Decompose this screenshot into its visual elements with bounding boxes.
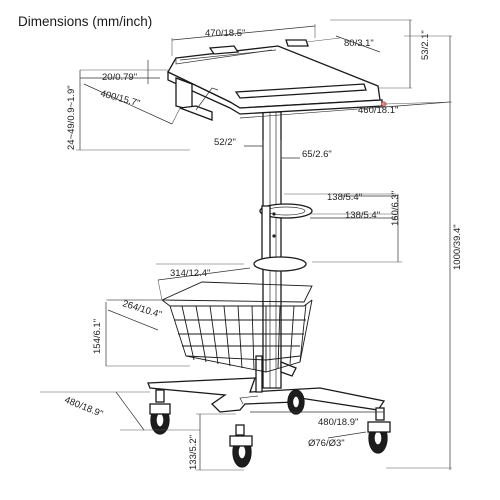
dim-holder-a: 138/5.4" [327,192,362,203]
laptop-tray [167,39,387,121]
dim-column-a: 52/2" [214,137,236,148]
caster-left [149,389,171,435]
dim-top-height: 53/2.1" [420,30,431,60]
dim-top-width: 470/18.5" [205,28,245,39]
dim-column-b: 65/2.6" [302,149,332,160]
dim-holder-b: 138/5.4" [345,210,380,221]
caster-back [287,389,305,415]
diagram-title: Dimensions (mm/inch) [18,14,152,29]
caster-front [229,424,253,468]
dim-basket-height: 154/6.1" [92,319,103,354]
dim-basket-depth: 264/10.4" [121,298,163,320]
dim-lip: 20/0.79" [102,72,137,83]
dim-holder-height: 160/6.3" [390,191,401,226]
dim-overall-height: 1000/39.4" [452,224,463,270]
dim-caster-diameter: Ø76/Ø3" [308,438,345,449]
dim-base-depth: 480/18.9" [63,395,105,420]
dim-top-depth: 400/15.7" [99,88,141,109]
caster-right [367,407,391,454]
dim-top-right: 80/3.1" [344,38,374,49]
dim-base-width: 480/18.9" [318,417,358,428]
dim-basket-width: 314/12.4" [170,268,210,279]
dim-caster-height: 133/5.2" [188,435,199,470]
storage-basket [161,281,313,373]
dim-tilt: 24~49/0.9~1.9" [66,85,77,150]
dimension-lines [40,19,453,471]
dim-tray-width: 460/18.1" [358,105,398,116]
scanner-holder [253,203,313,272]
